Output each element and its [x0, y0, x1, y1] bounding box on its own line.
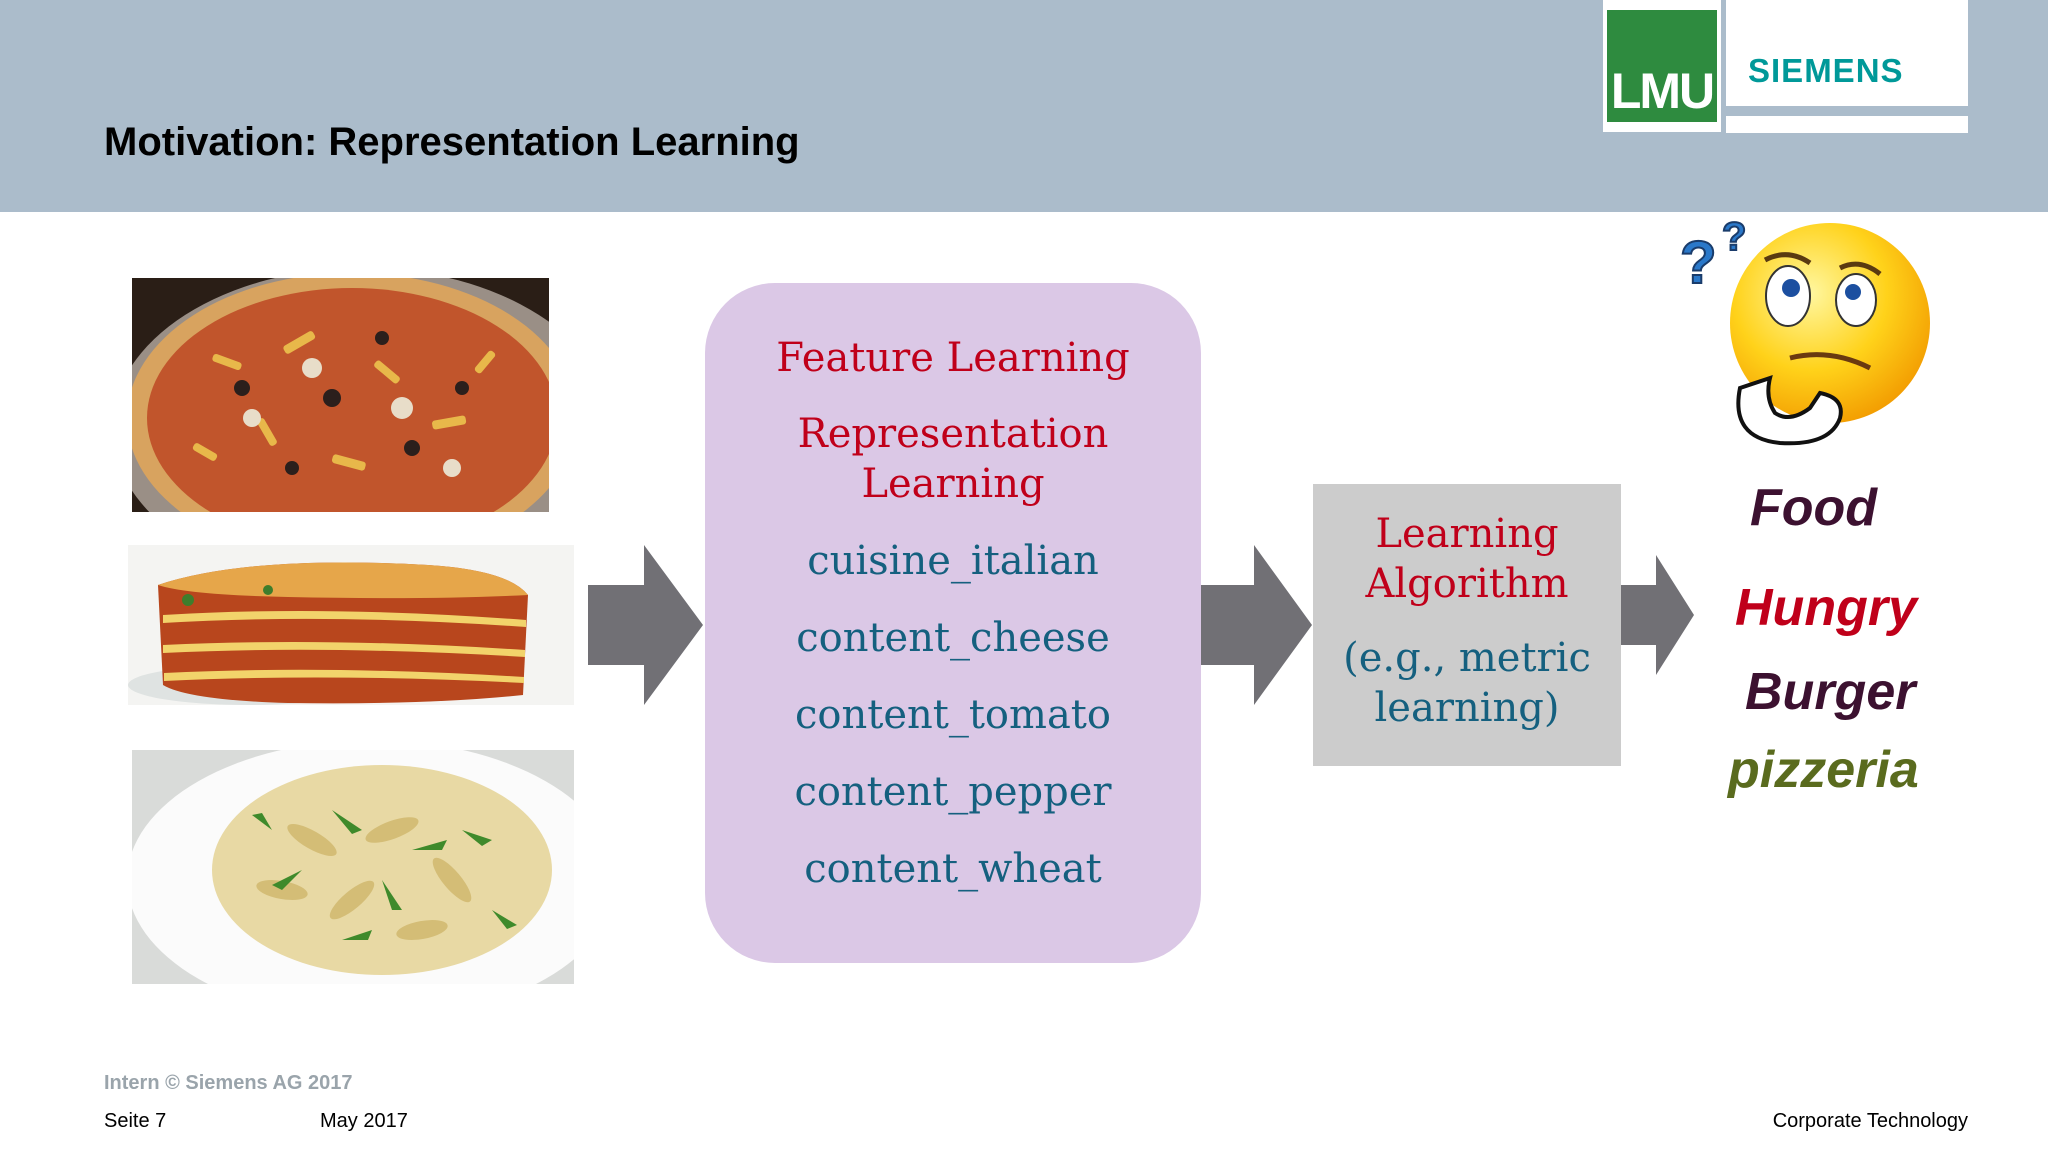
representation-line-2: Learning: [861, 461, 1045, 507]
feature-item: content_tomato: [795, 692, 1111, 738]
feature-learning-box: Feature Learning Representation Learning…: [705, 283, 1201, 963]
feature-item: cuisine_italian: [807, 538, 1099, 584]
learning-algorithm-box: Learning Algorithm (e.g., metric learnin…: [1313, 484, 1621, 766]
feature-list: cuisine_italian content_cheese content_t…: [705, 536, 1201, 921]
lmu-logo-box: LMU: [1607, 10, 1717, 122]
feature-item: content_cheese: [796, 615, 1110, 661]
logo-divider: [1726, 116, 1968, 133]
svg-text:?: ?: [1722, 215, 1746, 259]
lmu-logo-text: LMU: [1610, 63, 1715, 119]
feature-learning-heading: Feature Learning: [776, 335, 1130, 381]
feature-item: content_wheat: [804, 846, 1102, 892]
arrow-right-icon: [1198, 545, 1312, 705]
lasagna-image: [128, 545, 574, 705]
lasagna-photo: [128, 545, 574, 705]
pizza-image: [132, 278, 549, 512]
output-pizzeria: pizzeria: [1728, 741, 1919, 799]
algorithm-title: Learning Algorithm: [1313, 509, 1621, 609]
feature-item: content_pepper: [794, 769, 1112, 815]
pasta-image: [132, 750, 574, 984]
thinking-face-icon: ? ?: [1670, 208, 1930, 458]
siemens-logo-text: SIEMENS: [1748, 52, 1904, 89]
algorithm-note-line-1: (e.g., metric: [1343, 635, 1591, 681]
arrow-right-icon: [588, 545, 703, 705]
algorithm-note: (e.g., metric learning): [1313, 633, 1621, 733]
siemens-logo: SIEMENS: [1726, 0, 1968, 106]
output-hungry: Hungry: [1735, 579, 1917, 637]
representation-line-1: Representation: [797, 411, 1109, 457]
footer-page-number: Seite 7: [104, 1110, 167, 1132]
arrow-right-icon: [1620, 555, 1694, 675]
representation-learning-heading: Representation Learning: [705, 409, 1201, 509]
pasta-photo: [132, 750, 574, 984]
algorithm-title-line-2: Algorithm: [1365, 561, 1569, 607]
output-burger: Burger: [1745, 663, 1916, 721]
algorithm-note-line-2: learning): [1374, 685, 1560, 731]
svg-text:?: ?: [1680, 229, 1717, 296]
algorithm-title-line-1: Learning: [1375, 511, 1559, 557]
slide-title: Motivation: Representation Learning: [104, 120, 800, 164]
footer-copyright: Intern © Siemens AG 2017: [104, 1072, 353, 1094]
output-food: Food: [1750, 479, 1878, 537]
pizza-photo: [132, 278, 549, 512]
footer-department: Corporate Technology: [1772, 1110, 1968, 1132]
footer-date: May 2017: [320, 1110, 408, 1132]
lmu-logo: LMU: [1603, 0, 1721, 132]
